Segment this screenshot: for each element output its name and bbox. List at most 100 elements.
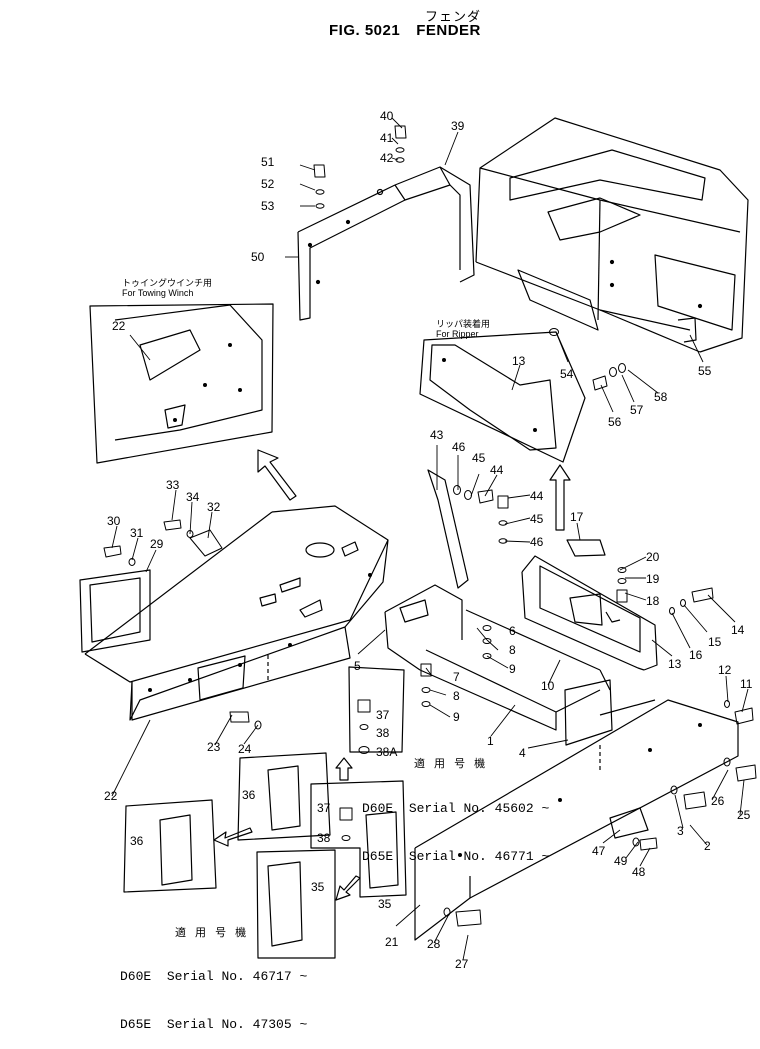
center-frame (384, 469, 611, 731)
callout-44-upper: 44 (490, 463, 504, 477)
callout-38-lower: 38 (317, 831, 331, 845)
callout-18: 18 (646, 594, 660, 608)
fastener-parts (103, 125, 757, 927)
callout-6: 6 (509, 624, 516, 638)
callout-47: 47 (592, 844, 606, 858)
callout-43: 43 (430, 428, 444, 442)
rear-fender-shell (475, 117, 749, 353)
callout-12: 12 (718, 663, 732, 677)
callout-36-lower: 36 (130, 834, 144, 848)
support-bracket-insets (123, 666, 407, 959)
exploded-parts-drawing: 40 41 42 39 51 52 53 50 22 13 54 55 56 5… (79, 109, 757, 971)
callout-35: 35 (311, 880, 325, 894)
callout-17: 17 (570, 510, 584, 524)
figure-name: FENDER (416, 22, 481, 39)
callout-31: 31 (130, 526, 144, 540)
callout-27: 27 (455, 957, 469, 971)
callout-51: 51 (261, 155, 275, 169)
callout-19: 19 (646, 572, 660, 586)
callout-23: 23 (207, 740, 221, 754)
callout-22: 22 (104, 789, 118, 803)
callout-28: 28 (427, 937, 441, 951)
callout-44: 44 (530, 489, 544, 503)
figure-number: FIG. 5021 (329, 22, 401, 39)
applicability-block-2: D60E Serial No. 46717 ~ D65E Serial No. … (120, 937, 307, 1049)
callout-4: 4 (519, 746, 526, 760)
callout-15: 15 (708, 635, 722, 649)
callout-37-lower: 37 (317, 801, 331, 815)
callout-13: 13 (668, 657, 682, 671)
towing-winch-note-jp: トゥイングウインチ用 (122, 278, 213, 288)
callout-13-inset: 13 (512, 354, 526, 368)
callout-46: 46 (530, 535, 544, 549)
ripper-inset (419, 331, 586, 463)
callout-29: 29 (150, 537, 164, 551)
figure-title-japanese: フェンダ (425, 9, 482, 24)
callout-9: 9 (453, 710, 460, 724)
ripper-note-en: For Ripper (436, 329, 479, 339)
callout-50: 50 (251, 250, 265, 264)
callout-40: 40 (380, 109, 394, 123)
callout-46-upper: 46 (452, 440, 466, 454)
callout-9-right: 9 (509, 662, 516, 676)
callout-33: 33 (166, 478, 180, 492)
callout-38a: 38A (376, 745, 397, 759)
callout-38: 38 (376, 726, 390, 740)
serial-line: D65E Serial No. 46771 ~ (362, 849, 550, 864)
callout-14: 14 (731, 623, 745, 637)
callout-45: 45 (530, 512, 544, 526)
callout-1: 1 (487, 734, 494, 748)
callout-26: 26 (711, 794, 725, 808)
callout-8: 8 (453, 689, 460, 703)
serial-line: D60E Serial No. 45602 ~ (362, 801, 550, 816)
tool-box (521, 539, 658, 671)
applicability-header-2: 適 用 号 機 (175, 927, 250, 939)
callout-45-upper: 45 (472, 451, 486, 465)
callout-16: 16 (689, 648, 703, 662)
callout-56: 56 (608, 415, 622, 429)
callout-11: 11 (740, 677, 753, 691)
serial-line: D65E Serial No. 47305 ~ (120, 1017, 308, 1032)
callout-5: 5 (354, 659, 361, 673)
callout-48: 48 (632, 865, 646, 879)
callout-34: 34 (186, 490, 200, 504)
callout-22-inset: 22 (112, 319, 126, 333)
callout-7: 7 (453, 670, 460, 684)
callout-37: 37 (376, 708, 390, 722)
callout-30: 30 (107, 514, 121, 528)
callout-10: 10 (541, 679, 555, 693)
callout-42: 42 (380, 151, 394, 165)
callout-57: 57 (630, 403, 644, 417)
direction-arrows (213, 449, 571, 901)
callout-54: 54 (560, 367, 574, 381)
ripper-note-jp: リッパ装着用 (436, 319, 491, 329)
figure-title: FIG. 5021 FENDER (329, 22, 481, 39)
callout-labels: 40 41 42 39 51 52 53 50 22 13 54 55 56 5… (104, 109, 753, 971)
callout-24: 24 (238, 742, 252, 756)
callout-20: 20 (646, 550, 660, 564)
leader-lines (111, 117, 749, 961)
callout-35-right: 35 (378, 897, 392, 911)
towing-winch-inset (89, 303, 274, 464)
right-fender-lower (414, 679, 739, 941)
callout-58: 58 (654, 390, 668, 404)
fender-bracket-upper (297, 166, 475, 321)
applicability-block-1: D60E Serial No. 45602 ~ D65E Serial No. … (362, 769, 549, 881)
callout-3: 3 (677, 824, 684, 838)
applicability-header-1: 適 用 号 機 (414, 758, 489, 770)
callout-32: 32 (207, 500, 221, 514)
callout-55: 55 (698, 364, 712, 378)
callout-8-right: 8 (509, 643, 516, 657)
serial-line: D60E Serial No. 46717 ~ (120, 969, 308, 984)
ripper-note: リッパ装着用 For Ripper (436, 319, 490, 339)
callout-49: 49 (614, 854, 628, 868)
callout-25: 25 (737, 808, 751, 822)
left-fender (79, 505, 389, 721)
towing-winch-note-en: For Towing Winch (122, 288, 194, 298)
callout-41: 41 (380, 131, 394, 145)
callout-52: 52 (261, 177, 275, 191)
callout-21: 21 (385, 935, 399, 949)
callout-2: 2 (704, 839, 711, 853)
towing-winch-note: トゥイングウインチ用 For Towing Winch (122, 278, 212, 298)
callout-39: 39 (451, 119, 465, 133)
